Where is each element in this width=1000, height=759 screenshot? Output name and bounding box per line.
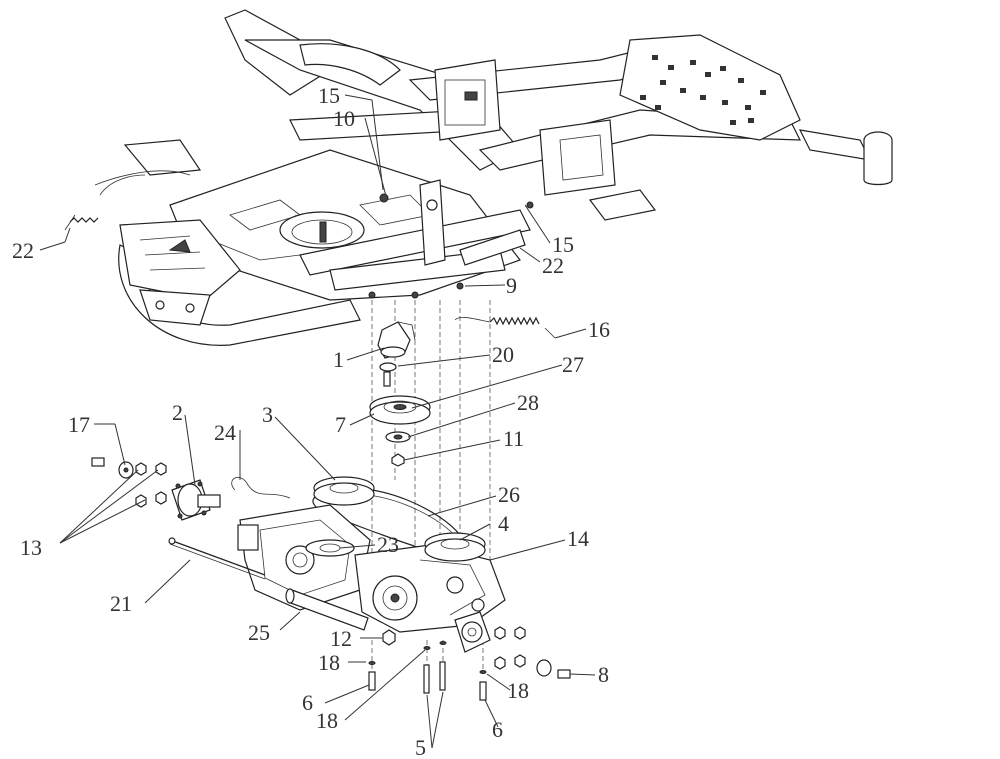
- platform-holes: [640, 55, 766, 125]
- left-hub-hardware: [91, 457, 571, 679]
- callout-9: 9: [506, 273, 517, 298]
- callout-12: 12: [330, 626, 352, 651]
- callout-16: 16: [588, 317, 610, 342]
- callout-14: 14: [567, 526, 589, 551]
- callout-18: 18: [318, 650, 340, 675]
- callout-3: 3: [262, 402, 273, 427]
- callout-7: 7: [335, 412, 346, 437]
- callout-1: 1: [333, 347, 344, 372]
- mower-frame: [94, 9, 893, 346]
- callout-5: 5: [415, 735, 426, 759]
- callout-2: 2: [172, 400, 183, 425]
- springs: [64, 174, 556, 339]
- callout-21: 21: [110, 591, 132, 616]
- callout-11: 11: [503, 426, 524, 451]
- callout-24: 24: [214, 420, 236, 445]
- callout-15: 15: [552, 232, 574, 257]
- callout-4: 4: [498, 511, 509, 536]
- callout-13: 13: [20, 535, 42, 560]
- callout-26: 26: [498, 482, 520, 507]
- callout-28: 28: [517, 390, 539, 415]
- callout-15: 15: [318, 83, 340, 108]
- callout-18: 18: [507, 678, 529, 703]
- idler-assembly: [369, 321, 431, 467]
- callout-17: 17: [68, 412, 90, 437]
- callout-6: 6: [302, 690, 313, 715]
- callout-27: 27: [562, 352, 584, 377]
- transaxle-assembly: [237, 476, 506, 653]
- callout-22: 22: [12, 238, 34, 263]
- mounting-bolts: [368, 641, 487, 701]
- callout-20: 20: [492, 342, 514, 367]
- callout-18: 18: [316, 708, 338, 733]
- callout-10: 10: [333, 106, 355, 131]
- leader-lines: [39, 94, 596, 749]
- callout-8: 8: [598, 662, 609, 687]
- callout-25: 25: [248, 620, 270, 645]
- callout-22: 22: [542, 253, 564, 278]
- callout-labels: 15 10 22 15 22 9 16 1 20 27 7 28 11 17 2…: [12, 83, 610, 759]
- callout-23: 23: [377, 532, 399, 557]
- callout-6: 6: [492, 717, 503, 742]
